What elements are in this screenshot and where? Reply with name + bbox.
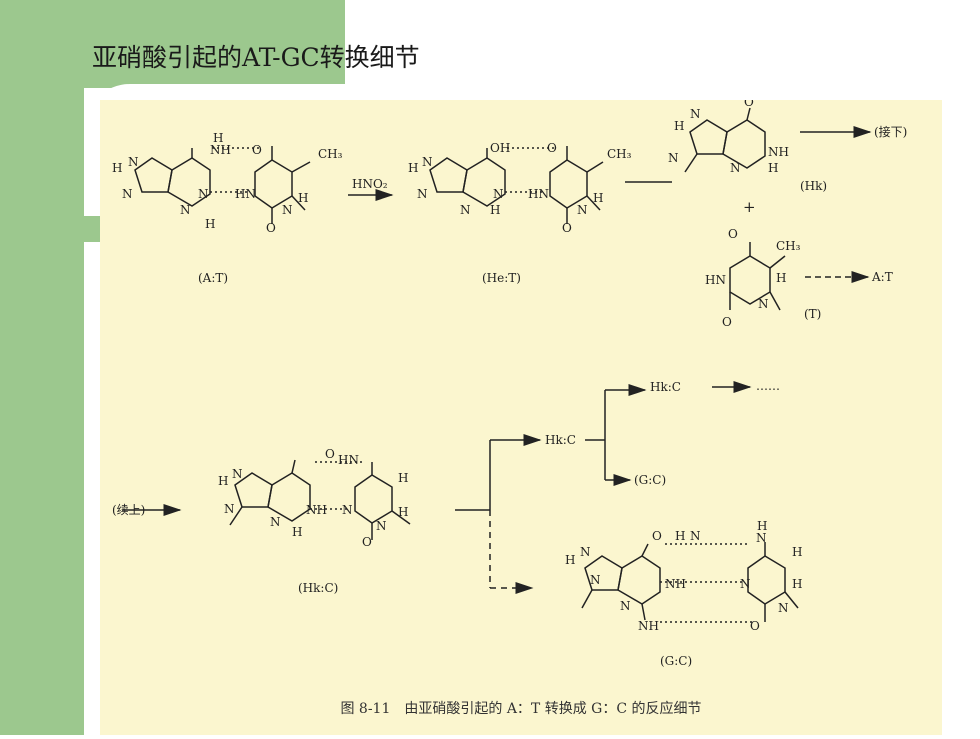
svg-text:H: H (112, 161, 122, 175)
hypoxanthine-enol-thymine-pair (429, 146, 604, 224)
svg-text:CH₃: CH₃ (607, 147, 632, 161)
svg-text:H: H (398, 471, 408, 485)
adenine-thymine-pair (134, 146, 311, 224)
svg-text:H: H (292, 525, 302, 539)
svg-text:N: N (232, 467, 243, 481)
label-to-at: A:T (871, 270, 893, 284)
svg-text:N: N (620, 599, 631, 613)
label-continued: (续上) (112, 503, 145, 517)
svg-text:N: N (422, 155, 433, 169)
svg-text:H: H (298, 191, 308, 205)
svg-text:N: N (668, 151, 679, 165)
label-hkc-branch: Hk:C (545, 433, 576, 447)
svg-text:O: O (266, 221, 276, 235)
svg-text:H: H (218, 474, 228, 488)
svg-text:N: N (224, 502, 235, 516)
svg-text:N: N (577, 203, 588, 217)
svg-text:N: N (730, 161, 741, 175)
svg-text:N: N (778, 601, 789, 615)
green-notch (84, 216, 102, 242)
label-next: (接下) (874, 124, 907, 139)
svg-text:O: O (362, 535, 372, 549)
svg-text:H: H (674, 119, 684, 133)
svg-text:OH: OH (490, 141, 510, 155)
svg-text:H: H (565, 553, 575, 567)
svg-text:O: O (750, 619, 760, 633)
svg-text:N: N (758, 297, 769, 311)
svg-text:H: H (792, 577, 802, 591)
top-green-block (0, 0, 345, 88)
svg-text:N: N (690, 107, 701, 121)
thymine-molecule (729, 242, 786, 311)
svg-text:NH: NH (210, 143, 231, 157)
svg-text:O: O (562, 221, 572, 235)
guanine-cytosine-pair (581, 542, 799, 623)
slide-title: 亚硝酸引起的AT-GC转换细节 (92, 43, 420, 72)
label-dots: …… (756, 379, 780, 393)
figure-caption: 图 8-11 由亚硝酸引起的 A：T 转换成 G：C 的反应细节 (340, 701, 702, 717)
label-hk: (Hk) (800, 179, 827, 193)
svg-text:N: N (460, 203, 471, 217)
svg-text:H: H (792, 545, 802, 559)
label-hkc-top: Hk:C (650, 380, 681, 394)
svg-text:HN: HN (705, 273, 726, 287)
svg-text:N: N (756, 531, 767, 545)
svg-text:CH₃: CH₃ (318, 147, 343, 161)
svg-text:H: H (768, 161, 778, 175)
svg-text:O: O (252, 143, 262, 157)
label-hkc: (Hk:C) (298, 581, 338, 595)
svg-text:HN: HN (338, 453, 359, 467)
svg-text:N: N (580, 545, 591, 559)
label-t: (T) (804, 307, 821, 321)
label-hno2: HNO₂ (352, 177, 388, 191)
left-green-bar (0, 0, 84, 735)
svg-text:O: O (325, 447, 335, 461)
svg-text:H: H (408, 161, 418, 175)
svg-text:N: N (128, 155, 139, 169)
svg-text:O: O (722, 315, 732, 329)
svg-text:N: N (122, 187, 133, 201)
svg-text:HN: HN (235, 187, 256, 201)
label-gc-branch: (G:C) (634, 473, 666, 487)
svg-text:N: N (417, 187, 428, 201)
svg-text:NH: NH (665, 577, 686, 591)
svg-text:N: N (493, 187, 504, 201)
svg-text:N: N (342, 503, 353, 517)
label-het: (He:T) (482, 271, 521, 285)
label-at: (A:T) (198, 271, 228, 285)
svg-text:N: N (198, 187, 209, 201)
hypoxanthine-molecule (684, 107, 766, 173)
label-plus: + (743, 198, 756, 216)
svg-text:H: H (757, 519, 767, 533)
svg-text:HN: HN (528, 187, 549, 201)
svg-text:N: N (180, 203, 191, 217)
svg-text:N: N (740, 577, 751, 591)
svg-text:H: H (776, 271, 786, 285)
svg-text:H: H (593, 191, 603, 205)
svg-text:NH: NH (768, 145, 789, 159)
svg-text:H: H (213, 131, 223, 145)
svg-text:O: O (547, 141, 557, 155)
hypoxanthine-cytosine-pair (229, 459, 411, 540)
svg-text:N: N (590, 573, 601, 587)
svg-text:NH: NH (306, 503, 327, 517)
svg-text:H: H (490, 203, 500, 217)
svg-text:H: H (398, 505, 408, 519)
svg-text:CH₃: CH₃ (776, 239, 801, 253)
svg-text:H: H (205, 217, 215, 231)
svg-text:N: N (282, 203, 293, 217)
svg-text:H: H (675, 529, 685, 543)
svg-text:N: N (270, 515, 281, 529)
svg-text:O: O (652, 529, 662, 543)
svg-text:N: N (690, 529, 701, 543)
svg-text:N: N (376, 519, 387, 533)
label-gc: (G:C) (660, 654, 692, 668)
svg-text:O: O (744, 100, 754, 109)
svg-text:O: O (728, 227, 738, 241)
svg-text:NH: NH (638, 619, 659, 633)
